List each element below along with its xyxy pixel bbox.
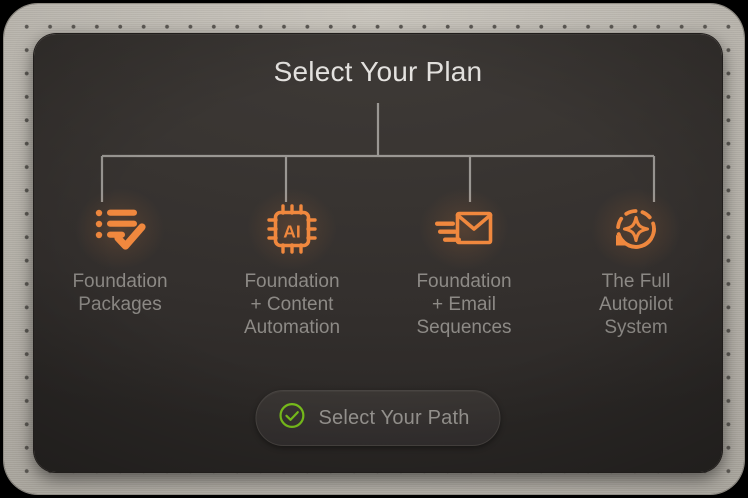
select-your-path-label: Select Your Path — [318, 406, 470, 429]
plan-option-label: The Full Autopilot System — [599, 271, 673, 338]
auto-refresh-sparkle-icon — [606, 202, 666, 256]
connector-tree — [100, 103, 656, 202]
ai-chip-icon: AI — [262, 202, 322, 256]
send-email-icon — [434, 202, 494, 256]
plan-options-row: Foundation Packages — [34, 202, 722, 339]
check-circle-icon — [278, 402, 305, 434]
plan-option-label: Foundation + Email Sequences — [416, 271, 512, 338]
checklist-icon — [90, 202, 150, 256]
plan-option-foundation-email-sequences[interactable]: Foundation + Email Sequences — [378, 202, 550, 339]
plan-option-foundation-packages[interactable]: Foundation Packages — [34, 202, 206, 339]
plan-selector-panel: Select Your Plan — [34, 34, 722, 472]
page-title: Select Your Plan — [273, 56, 483, 87]
svg-text:AI: AI — [283, 222, 301, 242]
select-your-path-button[interactable]: Select Your Path — [255, 390, 501, 446]
plan-option-label: Foundation + Content Automation — [243, 271, 341, 338]
device-frame: Select Your Plan — [4, 4, 744, 494]
plan-option-foundation-content-automation[interactable]: AI Foundation + Content Automation — [206, 202, 378, 339]
plan-option-label: Foundation Packages — [72, 271, 168, 315]
plan-option-full-autopilot-system[interactable]: The Full Autopilot System — [550, 202, 722, 339]
